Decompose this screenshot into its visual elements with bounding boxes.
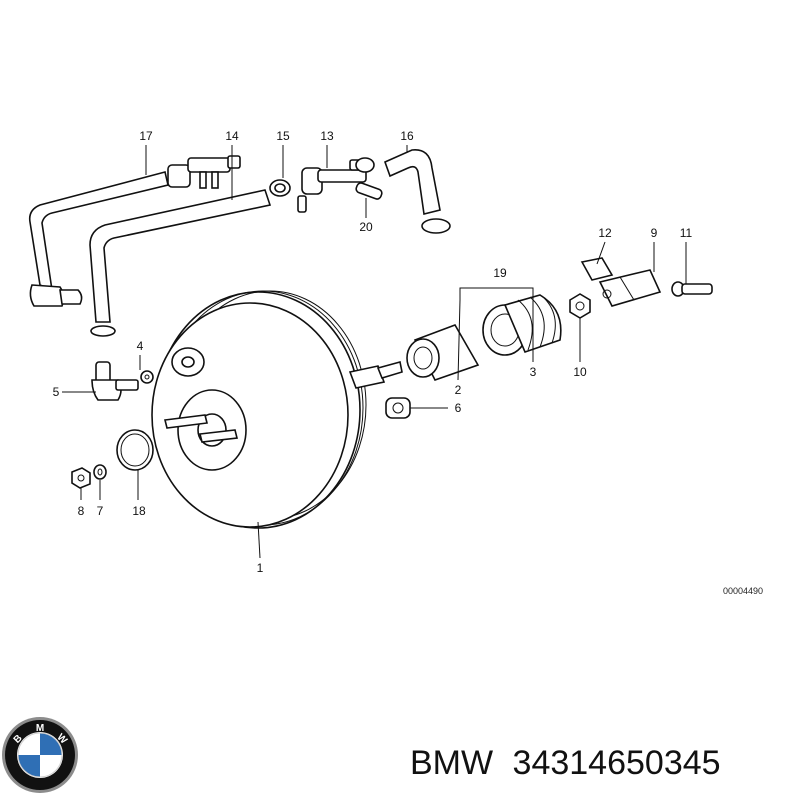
- clip-12: [580, 257, 614, 281]
- callout-12: 12: [598, 226, 612, 240]
- brand-name: BMW: [410, 744, 493, 782]
- diagram-reference-code: 00004490: [723, 586, 763, 596]
- part-number: 34314650345: [513, 744, 721, 782]
- callout-14: 14: [225, 129, 239, 143]
- callout-10: 10: [573, 365, 587, 379]
- nut-8: [71, 467, 91, 489]
- callout-15: 15: [276, 129, 290, 143]
- hose-clamp-15: [269, 179, 291, 197]
- logo-letter-m: M: [36, 723, 44, 734]
- vacuum-hose-17: [28, 171, 169, 307]
- washer-7: [93, 464, 107, 480]
- callout-16: 16: [400, 129, 414, 143]
- callout-6: 6: [455, 401, 462, 415]
- fitting-20: [355, 182, 383, 200]
- callout-7: 7: [97, 504, 104, 518]
- callout-13: 13: [320, 129, 334, 143]
- vacuum-hose-14: [89, 189, 272, 337]
- callout-4: 4: [137, 339, 144, 353]
- callout-3: 3: [530, 365, 537, 379]
- callout-17: 17: [139, 129, 153, 143]
- washer-4: [140, 370, 154, 384]
- vacuum-elbow-5: [91, 361, 139, 401]
- boot-3: [482, 294, 562, 356]
- callout-labels: 17 14 15 13 16 20 12 9 11 19 4 5 2 3 10 …: [53, 129, 693, 575]
- callout-2: 2: [455, 383, 462, 397]
- callout-5: 5: [53, 385, 60, 399]
- bmw-logo-icon: B M W: [2, 717, 78, 793]
- pin-11: [671, 281, 713, 297]
- gasket-ring-18: [116, 429, 154, 471]
- callout-9: 9: [651, 226, 658, 240]
- callout-11: 11: [680, 226, 693, 240]
- callout-20: 20: [359, 220, 373, 234]
- footer-brand-part-number: BMW 34314650345: [410, 744, 721, 782]
- grommet-6: [385, 397, 411, 419]
- callout-8: 8: [78, 504, 85, 518]
- callout-1: 1: [257, 561, 264, 575]
- check-valve: [167, 155, 241, 189]
- brake-booster-1: [151, 290, 403, 529]
- nut-10: [569, 293, 591, 319]
- callout-19: 19: [493, 266, 507, 280]
- hose-elbow-16: [355, 149, 451, 234]
- filter-2: [406, 324, 480, 381]
- clevis-9: [598, 269, 662, 307]
- leader-lines: [62, 145, 687, 559]
- callout-18: 18: [132, 504, 146, 518]
